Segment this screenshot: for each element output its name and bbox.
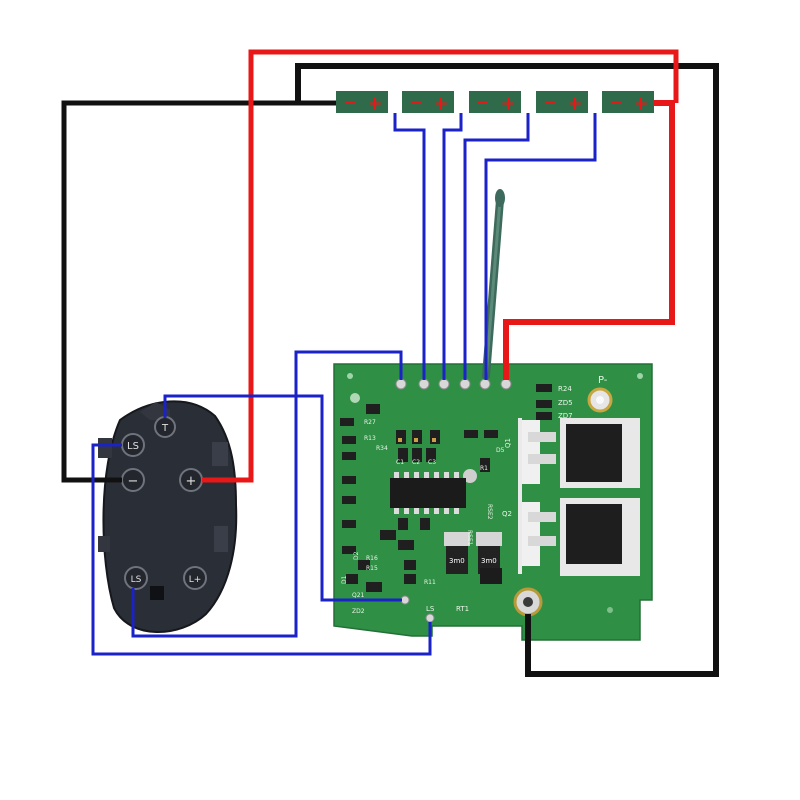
cell-1: − +: [336, 91, 388, 114]
silk-shunt1: 3m0: [449, 557, 465, 565]
mosfet-q2: [520, 498, 640, 576]
red-wire-pack-positive: [503, 100, 675, 380]
wires: [61, 49, 719, 677]
silk-shunt2: 3m0: [481, 557, 497, 565]
silk-c1: C1: [396, 459, 404, 466]
red-wire-connector-plus: [202, 49, 679, 483]
shunt-resistor-2: [478, 546, 500, 574]
cell-4: − +: [536, 91, 588, 114]
connector-label-ls-bottom: LS: [131, 575, 142, 585]
silk-r15: R15: [366, 565, 378, 572]
cell-4-minus: −: [543, 93, 556, 112]
mosfet-q1: [520, 418, 640, 488]
silk-r1: R1: [480, 465, 488, 472]
connector-label-ls-top: LS: [127, 441, 139, 452]
blue-wire-balance-2: [442, 113, 463, 380]
shunt-resistor-1: [446, 546, 468, 574]
silk-zd7: ZD7: [558, 412, 573, 420]
cell-1-plus: +: [367, 93, 382, 114]
cell-2: − +: [402, 91, 454, 114]
cell-3-plus: +: [500, 93, 515, 114]
silk-rse2: RSE2: [486, 504, 493, 520]
cell-4-plus: +: [567, 93, 582, 114]
silk-rse1: RSE1: [466, 530, 473, 546]
silk-q2: Q2: [502, 510, 512, 518]
connector-label-minus: −: [128, 474, 139, 489]
blue-wire-balance-4: [484, 113, 597, 380]
silk-d5: D5: [496, 447, 505, 454]
silk-c2: C2: [412, 459, 420, 466]
connector-label-plus: +: [186, 474, 197, 489]
silk-r16: R16: [366, 555, 378, 562]
black-wire-pack-negative: [295, 63, 719, 677]
cell-3: − +: [469, 91, 521, 114]
cell-3-minus: −: [476, 93, 489, 112]
cell-2-minus: −: [409, 93, 422, 112]
battery-connector: LS T − + LS L+: [98, 400, 238, 633]
silk-zd5: ZD5: [558, 399, 573, 407]
silk-rt1: RT1: [456, 605, 469, 613]
silk-r27: R27: [364, 419, 376, 426]
cell-5: − +: [602, 91, 654, 114]
cell-5-plus: +: [633, 93, 648, 114]
silk-p-minus: P-: [598, 375, 608, 386]
blue-wire-l-plus: [131, 350, 403, 638]
silk-r24: R24: [558, 385, 572, 393]
connector-label-t: T: [161, 423, 169, 434]
cell-2-plus: +: [433, 93, 448, 114]
silk-r11: R11: [424, 579, 436, 586]
blue-wire-thermistor: [163, 394, 402, 602]
pcb-board: P- LS RT1 Q1 Q2 RSE1 RSE2 R24 ZD5 ZD7 3m…: [333, 363, 653, 641]
silk-ls: LS: [426, 605, 435, 613]
silk-r13: R13: [364, 435, 376, 442]
silk-zd2: ZD2: [352, 608, 365, 615]
silk-q21: Q21: [352, 592, 365, 599]
blue-wire-balance-1: [393, 113, 426, 380]
silk-d1: D1: [341, 575, 348, 584]
smd-components: [340, 384, 552, 592]
connector-label-l-plus: L+: [189, 575, 202, 585]
cell-1-minus: −: [343, 93, 356, 112]
thermistor-probe: [482, 189, 505, 380]
silk-d2: D2: [353, 551, 360, 560]
cell-5-minus: −: [609, 93, 622, 112]
silk-r34: R34: [376, 445, 388, 452]
blue-wire-ls: [91, 443, 432, 656]
balance-header-pins: [395, 378, 512, 623]
bms-ic: [390, 472, 466, 514]
silk-c3: C3: [428, 459, 436, 466]
battery-cells: − + − + − + − + − +: [336, 91, 654, 114]
silk-q1: Q1: [504, 438, 512, 448]
blue-wire-balance-3: [463, 113, 530, 380]
